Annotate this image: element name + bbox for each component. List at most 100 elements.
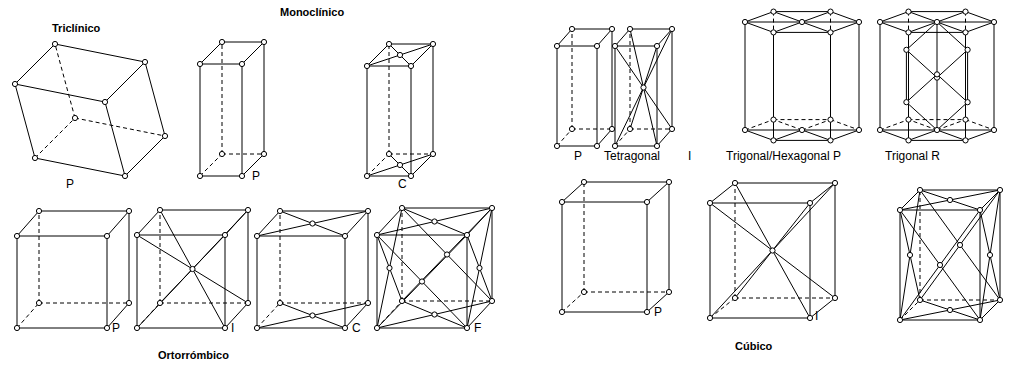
lattice-edge	[200, 176, 242, 177]
lattice-point	[832, 295, 837, 300]
lattice-type-label: P	[66, 178, 74, 191]
lattice-point	[957, 242, 962, 247]
lattice-edge	[367, 176, 411, 177]
lattice-edge	[735, 203, 810, 298]
lattice-edge	[906, 102, 937, 130]
lattice-point	[157, 300, 162, 305]
lattice-point	[399, 298, 404, 303]
lattice-point	[666, 179, 671, 184]
lattice-point	[364, 173, 369, 178]
lattice-edge	[280, 303, 345, 328]
lattice-edge	[900, 300, 1000, 320]
lattice-edge	[669, 182, 670, 292]
lattice-edge	[920, 190, 1000, 300]
lattice-edge	[242, 42, 264, 64]
lattice-point	[947, 197, 952, 202]
lattice-point	[707, 315, 712, 320]
lattice-point	[122, 173, 127, 178]
lattice-point	[828, 117, 833, 122]
lattice-edge	[367, 66, 411, 67]
lattice-point	[12, 81, 17, 86]
lattice-point	[654, 43, 659, 48]
hidden-edge	[966, 120, 995, 130]
lattice-edge	[937, 22, 938, 74]
lattice-point	[856, 127, 861, 132]
lattice-edge	[377, 328, 467, 329]
lattice-edge	[257, 303, 368, 328]
lattice-edge	[467, 235, 492, 301]
lattice-edge	[17, 211, 39, 236]
lattice-edge	[900, 210, 980, 320]
lattice-edge	[937, 22, 968, 50]
hidden-edge	[880, 120, 909, 130]
lattice-edge	[562, 202, 563, 312]
lattice-edge	[966, 130, 995, 140]
hidden-edge	[773, 12, 774, 120]
hidden-edge	[17, 303, 39, 328]
lattice-edge	[572, 29, 612, 30]
hidden-edge	[200, 154, 222, 176]
lattice-edge	[137, 235, 225, 236]
hidden-edge	[584, 182, 585, 292]
lattice-point	[963, 9, 968, 14]
lattice-point	[239, 61, 244, 66]
system-name: Ortorrómbico	[158, 349, 229, 361]
lattice-point	[222, 325, 227, 330]
hidden-edge	[745, 120, 774, 130]
hidden-edge	[774, 120, 803, 130]
lattice-point	[430, 41, 435, 46]
lattice-point	[134, 232, 139, 237]
lattice-edge	[615, 146, 657, 147]
lattice-edge	[248, 210, 249, 303]
lattice-point	[222, 232, 227, 237]
lattice-edge	[15, 44, 55, 84]
lattice-edge	[966, 22, 995, 32]
lattice-edge	[137, 210, 248, 328]
lattice-point	[770, 248, 775, 253]
lattice-edge	[389, 44, 411, 66]
hidden-edge	[389, 44, 390, 154]
lattice-edge	[900, 210, 980, 211]
lattice-edge	[557, 46, 597, 47]
lattice-point	[365, 208, 370, 213]
lattice-edge	[137, 210, 160, 235]
lattice-edge	[630, 46, 657, 129]
lattice-edge	[225, 235, 226, 328]
hidden-edge	[160, 303, 248, 304]
lattice-edge	[467, 235, 468, 328]
lattice-point	[771, 117, 776, 122]
hidden-edge	[75, 118, 165, 136]
lattice-point	[197, 61, 202, 66]
system-name: Triclínico	[52, 22, 100, 34]
lattice-point	[877, 19, 882, 24]
lattice-point	[464, 325, 469, 330]
lattice-edge	[810, 183, 835, 203]
lattice-point	[219, 151, 224, 156]
lattice-edge	[906, 74, 937, 102]
lattice-point	[374, 232, 379, 237]
lattice-point	[342, 325, 347, 330]
lattice-point	[432, 219, 437, 224]
lattice-type-label: F	[474, 322, 481, 335]
lattice-edge	[257, 211, 368, 236]
hidden-edge	[280, 211, 281, 303]
lattice-point	[102, 99, 107, 104]
lattice-point	[609, 126, 614, 131]
lattice-point	[963, 138, 968, 143]
lattice-edge	[1000, 190, 1001, 300]
lattice-edge	[967, 50, 968, 102]
lattice-edge	[802, 22, 831, 32]
lattice-point	[897, 317, 902, 322]
lattice-edge	[937, 12, 966, 22]
lattice-edge	[647, 202, 648, 312]
lattice-edge	[107, 211, 129, 236]
hidden-edge	[402, 208, 403, 301]
lattice-point	[36, 208, 41, 213]
lattice-edge	[222, 42, 264, 43]
lattice-edge	[937, 22, 966, 32]
lattice-point	[771, 9, 776, 14]
lattice-edge	[966, 12, 995, 22]
lattice-edge	[909, 11, 966, 12]
lattice-edge	[672, 29, 673, 129]
lattice-edge	[557, 29, 572, 46]
